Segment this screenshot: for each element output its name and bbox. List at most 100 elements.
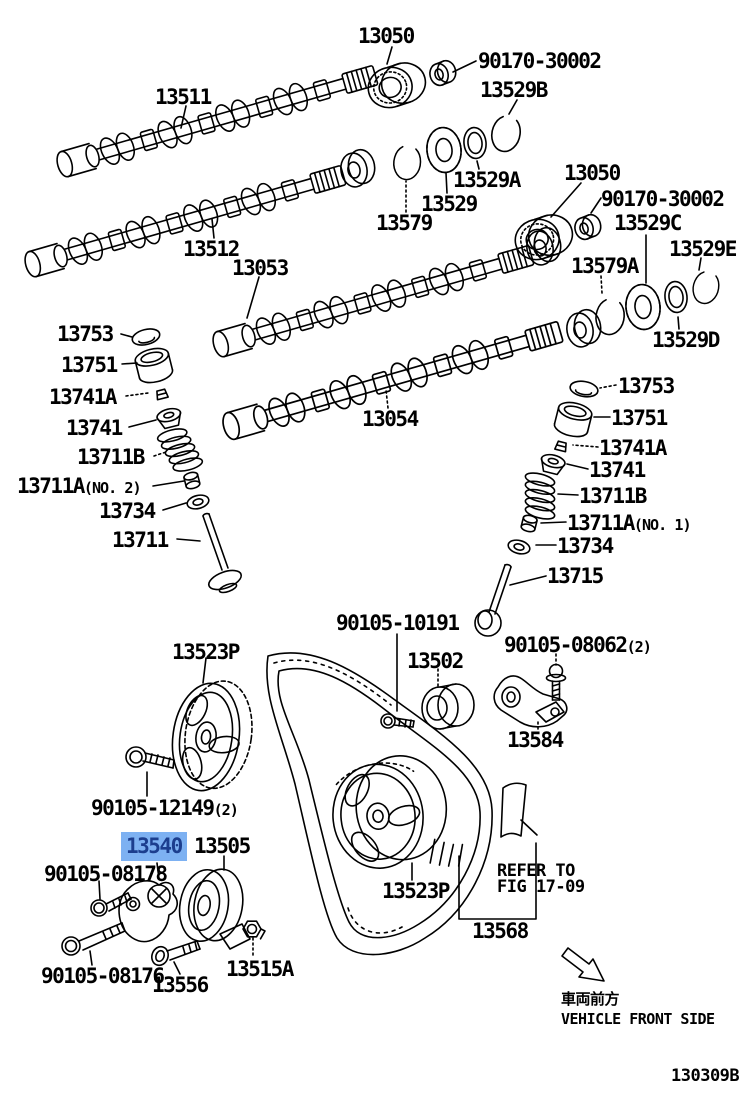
part-90170-30002-b-text: 90170-30002 [601, 187, 725, 211]
part-13053[interactable]: 13053 [232, 256, 289, 280]
part-90105-08062-suffix: (2) [626, 638, 652, 656]
part-13523p-left-text: 13523P [172, 640, 240, 664]
doc-number: 130309B [671, 1068, 740, 1085]
part-13711b-right[interactable]: 13711B [579, 486, 647, 507]
part-13523p-right[interactable]: 13523P [382, 879, 450, 903]
valve-13711-drawing [202, 512, 243, 594]
part-13751-right[interactable]: 13751 [611, 406, 668, 430]
part-13711a-no2-suffix: (NO. 2) [83, 479, 142, 497]
part-13529a-text: 13529A [453, 168, 521, 192]
part-90170-30002-a[interactable]: 90170-30002 [478, 51, 602, 72]
note-refer-line2-text: FIG 17-09 [497, 877, 585, 897]
part-90105-08178[interactable]: 90105-08178 [44, 862, 168, 886]
part-13711b-left[interactable]: 13711B [77, 447, 145, 468]
part-13715-text: 13715 [547, 564, 604, 588]
part-13711a-no2-text: 13711A [17, 474, 85, 498]
part-13523p-right-text: 13523P [382, 879, 450, 903]
part-13741-right-text: 13741 [589, 458, 646, 482]
part-13751-left[interactable]: 13751 [61, 353, 118, 377]
note-refer-line1: REFER TO [497, 863, 575, 880]
part-13579a[interactable]: 13579A [571, 254, 639, 278]
part-13515a-text: 13515A [226, 957, 294, 981]
bolt-90105-08178-drawing [90, 892, 132, 917]
part-13511[interactable]: 13511 [155, 85, 212, 109]
part-13753-right[interactable]: 13753 [618, 374, 675, 398]
part-13556[interactable]: 13556 [152, 973, 209, 997]
part-13050-b[interactable]: 13050 [564, 161, 621, 185]
part-13741-right[interactable]: 13741 [589, 458, 646, 482]
bolt-90105-08176-drawing [61, 922, 126, 956]
part-13753-right-text: 13753 [618, 374, 675, 398]
part-13529d-text: 13529D [652, 328, 720, 352]
part-13751-left-text: 13751 [61, 353, 118, 377]
part-13512-text: 13512 [183, 237, 240, 261]
part-90170-30002-b[interactable]: 90170-30002 [601, 187, 725, 211]
note-front-side-en: VEHICLE FRONT SIDE [561, 1012, 715, 1027]
part-13050-a[interactable]: 13050 [358, 24, 415, 48]
part-13529c[interactable]: 13529C [614, 211, 682, 235]
note-refer-line1-text: REFER TO [497, 861, 575, 881]
part-90105-08062[interactable]: 90105-08062(2) [504, 635, 652, 656]
vehicle-front-arrow [561, 947, 605, 982]
part-13529e[interactable]: 13529E [669, 239, 737, 260]
part-13711a-no1[interactable]: 13711A(NO. 1) [567, 511, 692, 535]
part-13505[interactable]: 13505 [194, 836, 251, 857]
part-13054[interactable]: 13054 [362, 407, 419, 431]
part-13741-left-text: 13741 [66, 416, 123, 440]
belt-callout-bracket [458, 842, 537, 920]
part-13529c-text: 13529C [614, 211, 682, 235]
part-13734-left[interactable]: 13734 [99, 499, 156, 523]
part-13512[interactable]: 13512 [183, 237, 240, 261]
part-90105-12149[interactable]: 90105-12149(2) [91, 796, 239, 820]
part-13711a-no2[interactable]: 13711A(NO. 2) [17, 474, 142, 498]
bolt-90105-12149-drawing [125, 746, 175, 769]
part-13579a-text: 13579A [571, 254, 639, 278]
part-13050-b-text: 13050 [564, 161, 621, 185]
part-90105-08178-text: 90105-08178 [44, 862, 168, 886]
part-13751-right-text: 13751 [611, 406, 668, 430]
bolt-90105-10191-drawing [380, 713, 415, 729]
part-13523p-left[interactable]: 13523P [172, 640, 240, 664]
part-13054-text: 13054 [362, 407, 419, 431]
note-front-side-en-text: VEHICLE FRONT SIDE [561, 1010, 715, 1028]
part-13568[interactable]: 13568 [472, 921, 529, 942]
part-13711[interactable]: 13711 [112, 530, 169, 551]
part-13053-text: 13053 [232, 256, 289, 280]
part-90105-08176-text: 90105-08176 [41, 964, 165, 988]
stud-13556-drawing [151, 940, 201, 967]
part-90105-08176[interactable]: 90105-08176 [41, 964, 165, 988]
note-refer-line2: FIG 17-09 [497, 879, 585, 896]
part-13741-left[interactable]: 13741 [66, 416, 123, 440]
part-90105-12149-text: 90105-12149 [91, 796, 215, 820]
part-13741a-right[interactable]: 13741A [599, 436, 667, 460]
part-13715[interactable]: 13715 [547, 564, 604, 588]
part-13529b-text: 13529B [480, 78, 548, 102]
part-13529b[interactable]: 13529B [480, 78, 548, 102]
part-13511-text: 13511 [155, 85, 212, 109]
part-13753-left[interactable]: 13753 [57, 322, 114, 346]
part-13540-highlighted[interactable]: 13540 [121, 832, 187, 861]
part-13741a-left-text: 13741A [49, 385, 117, 409]
part-13741a-right-text: 13741A [599, 436, 667, 460]
part-13050-a-text: 13050 [358, 24, 415, 48]
note-front-side-jp: 車両前方 [561, 992, 620, 1007]
part-13579[interactable]: 13579 [376, 213, 433, 234]
part-13529-text: 13529 [421, 192, 478, 216]
part-13529a[interactable]: 13529A [453, 168, 521, 192]
part-13584-text: 13584 [507, 728, 564, 752]
part-13584[interactable]: 13584 [507, 728, 564, 752]
part-13515a[interactable]: 13515A [226, 957, 294, 981]
part-13556-text: 13556 [152, 973, 209, 997]
part-13734-left-text: 13734 [99, 499, 156, 523]
part-13741a-left[interactable]: 13741A [49, 385, 117, 409]
part-13753-left-text: 13753 [57, 322, 114, 346]
part-90105-10191[interactable]: 90105-10191 [336, 613, 460, 634]
part-13502[interactable]: 13502 [407, 651, 464, 672]
part-13734-right[interactable]: 13734 [557, 536, 614, 557]
part-13529[interactable]: 13529 [421, 192, 478, 216]
part-13529d[interactable]: 13529D [652, 328, 720, 352]
part-13711a-no1-text: 13711A [567, 511, 635, 535]
